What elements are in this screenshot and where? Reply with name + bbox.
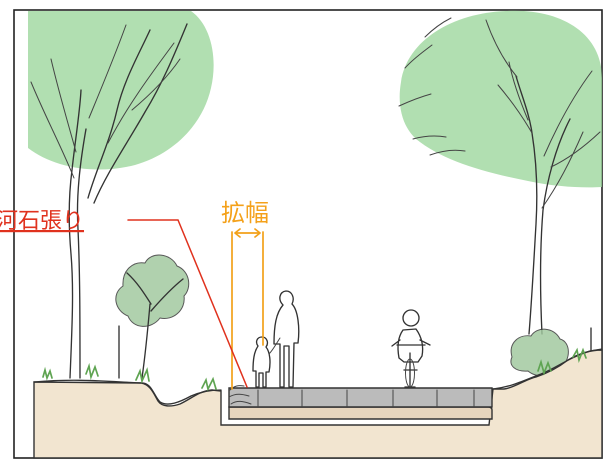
left-tree-branches xyxy=(30,24,181,179)
bicycle xyxy=(396,344,426,388)
stone-edge-annotation: 河石張り xyxy=(0,209,248,388)
right-tree-canopy xyxy=(399,10,602,188)
small-tree-canopy xyxy=(115,254,190,327)
grass-left-1 xyxy=(42,366,53,381)
grass-left-3 xyxy=(135,367,150,384)
right-tree-trunk-main xyxy=(515,75,571,335)
grass-tufts xyxy=(42,347,587,392)
grass-left-2 xyxy=(85,362,99,381)
right-tree-outline-marks xyxy=(398,17,466,156)
left-tree-trunk-secondary xyxy=(87,23,188,204)
path-foundation xyxy=(228,406,493,420)
left-tree-trunk-main xyxy=(68,89,87,379)
cyclist xyxy=(391,309,431,388)
grass-right-2 xyxy=(572,347,587,363)
child-pedestrian xyxy=(252,336,271,388)
ground-section xyxy=(33,348,603,459)
hand-holding-line xyxy=(268,337,281,355)
right-shrub-foliage xyxy=(510,328,569,377)
grass-mid-1 xyxy=(201,376,217,392)
left-tree xyxy=(28,11,214,379)
right-tree-branches xyxy=(485,19,601,209)
path-slab-joints xyxy=(257,389,475,407)
small-tree xyxy=(115,254,190,379)
path-slab xyxy=(228,387,493,408)
pedestrians xyxy=(252,290,300,388)
small-tree-trunk xyxy=(126,272,184,379)
left-tree-canopy xyxy=(28,11,214,170)
widening-arrow xyxy=(234,228,261,238)
widening-annotation: 拡幅 xyxy=(221,199,269,390)
stone-edge-leader-line xyxy=(127,219,248,388)
stone-edge-hatching xyxy=(228,385,252,405)
cyclist-body xyxy=(391,328,431,363)
adult-pedestrian xyxy=(273,290,300,388)
stone-edge-label: 河石張り xyxy=(0,209,84,234)
right-tree xyxy=(398,10,602,335)
cyclist-head xyxy=(402,309,420,327)
bicycle-front-wheel xyxy=(405,358,415,388)
widening-label: 拡幅 xyxy=(221,199,269,227)
grass-right-1 xyxy=(537,359,552,376)
